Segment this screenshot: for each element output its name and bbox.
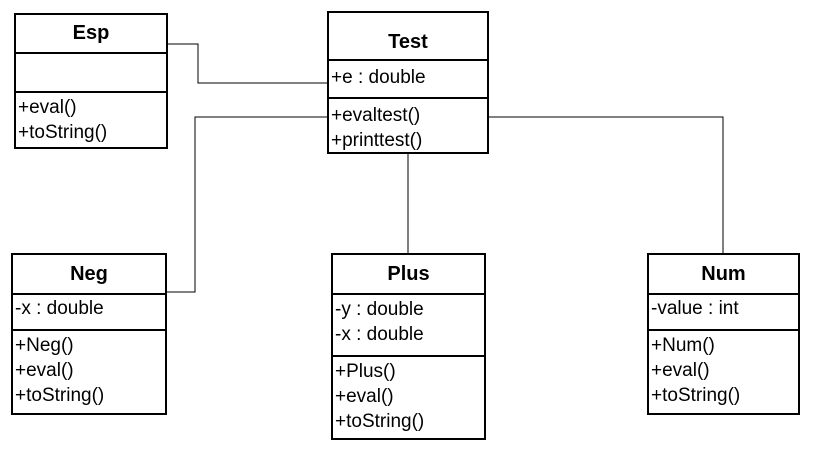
method: +Num() (651, 335, 715, 356)
class-plus-methods: +Plus() +eval() +toString() (333, 355, 484, 434)
method: +eval() (15, 360, 74, 381)
attribute: +e : double (331, 67, 426, 88)
method: +eval() (651, 360, 710, 381)
class-neg-name: Neg (13, 255, 165, 295)
class-plus[interactable]: Plus -y : double -x : double +Plus() +ev… (331, 253, 486, 440)
class-neg-attributes: -x : double (13, 295, 165, 329)
class-neg-methods: +Neg() +eval() +toString() (13, 329, 165, 408)
class-plus-name: Plus (333, 255, 484, 295)
class-test-attributes: +e : double (329, 61, 487, 97)
method: +Plus() (335, 361, 396, 382)
method: +toString() (651, 385, 741, 406)
attribute: -x : double (15, 298, 104, 319)
attribute: -y : double (335, 299, 424, 320)
class-num[interactable]: Num -value : int +Num() +eval() +toStrin… (647, 253, 800, 415)
class-esp[interactable]: Esp +eval() +toString() (14, 13, 168, 149)
class-test-methods: +evaltest() +printtest() (329, 97, 487, 153)
class-num-name: Num (649, 255, 798, 295)
method: +eval() (335, 386, 394, 407)
class-esp-attributes (16, 54, 166, 91)
method: +printtest() (331, 130, 423, 151)
method: +Neg() (15, 335, 74, 356)
class-esp-methods: +eval() +toString() (16, 91, 166, 145)
method: +toString() (18, 122, 108, 143)
link-test-neg (166, 116, 328, 293)
link-esp-test (167, 43, 328, 84)
method: +eval() (18, 97, 77, 118)
link-test-num (489, 116, 724, 253)
method: +toString() (15, 385, 105, 406)
class-neg[interactable]: Neg -x : double +Neg() +eval() +toString… (11, 253, 167, 415)
class-num-attributes: -value : int (649, 295, 798, 329)
class-esp-name: Esp (16, 15, 166, 54)
attribute: -value : int (651, 298, 739, 319)
class-test-name: Test (329, 13, 487, 61)
method: +toString() (335, 411, 425, 432)
class-num-methods: +Num() +eval() +toString() (649, 329, 798, 408)
attribute: -x : double (335, 324, 424, 345)
method: +evaltest() (331, 105, 421, 126)
class-plus-attributes: -y : double -x : double (333, 295, 484, 355)
class-test[interactable]: Test +e : double +evaltest() +printtest(… (327, 11, 489, 154)
